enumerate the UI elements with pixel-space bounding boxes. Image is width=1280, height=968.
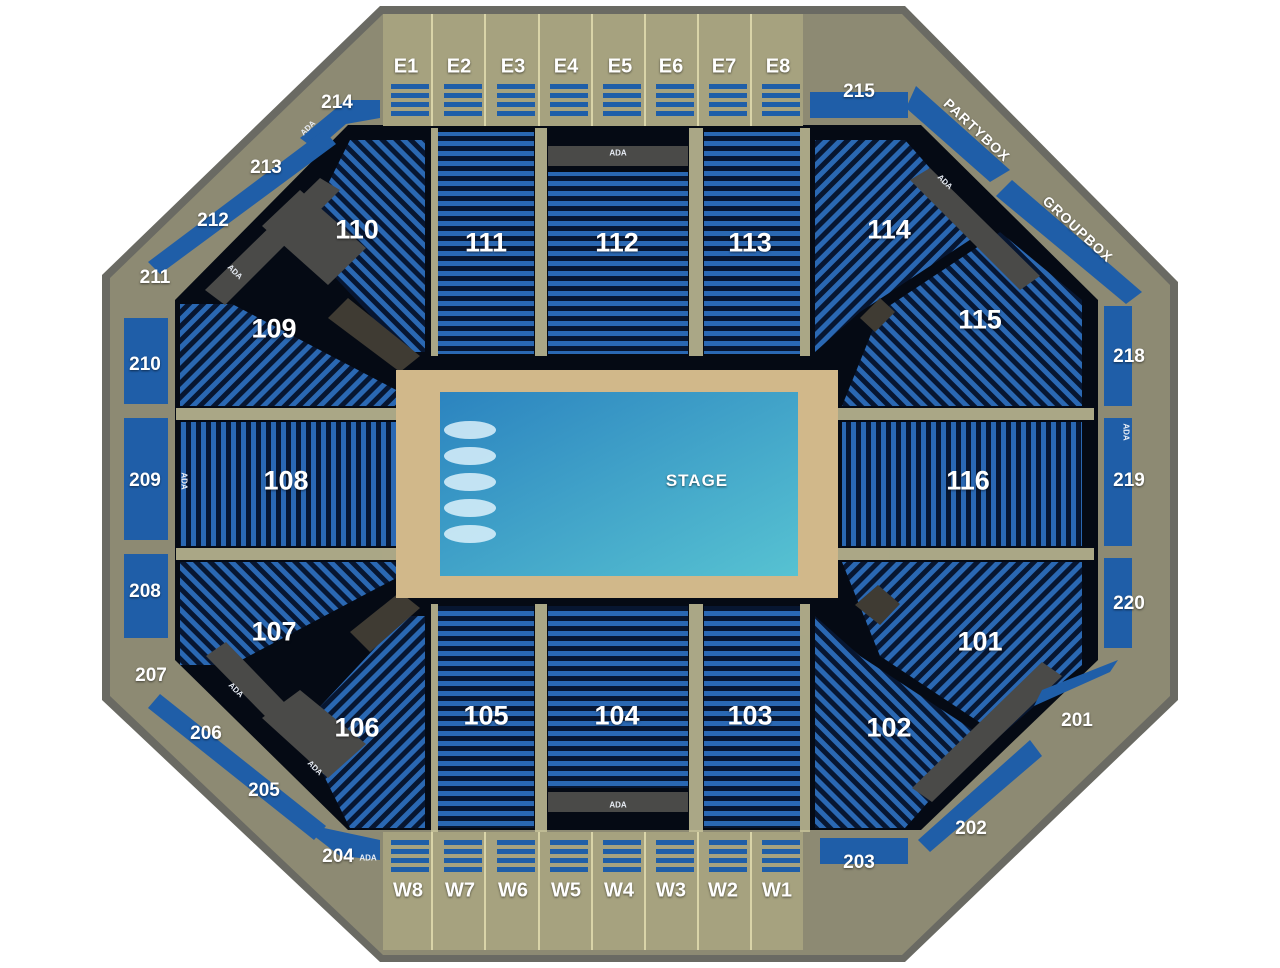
- section-210[interactable]: 210: [129, 354, 161, 375]
- section-220[interactable]: 220: [1113, 593, 1145, 614]
- box-w6[interactable]: W6: [498, 879, 528, 902]
- box-w3[interactable]: W3: [656, 879, 686, 902]
- box-e1[interactable]: E1: [393, 55, 419, 78]
- section-104-seats[interactable]: [548, 606, 688, 788]
- section-103-seats[interactable]: [704, 606, 800, 828]
- section-110[interactable]: 110: [335, 214, 379, 245]
- section-213[interactable]: 213: [250, 157, 282, 178]
- box-w7[interactable]: W7: [445, 879, 475, 902]
- box-w5[interactable]: W5: [551, 879, 581, 902]
- section-201[interactable]: 201: [1061, 710, 1093, 731]
- section-107-seats[interactable]: [180, 562, 400, 665]
- section-101[interactable]: 101: [957, 626, 1003, 657]
- box-e3[interactable]: E3: [500, 55, 526, 78]
- ada-label-108: ADA: [179, 472, 189, 490]
- box-e4[interactable]: E4: [553, 55, 579, 78]
- ada-label-116: ADA: [1121, 423, 1131, 441]
- section-114[interactable]: 114: [867, 214, 911, 245]
- box-e7[interactable]: E7: [711, 55, 737, 78]
- ada-platform-112: [548, 146, 688, 166]
- section-116-seats[interactable]: [842, 422, 1082, 546]
- section-113[interactable]: 113: [728, 227, 772, 258]
- section-112-seats[interactable]: [548, 172, 688, 354]
- section-109[interactable]: 109: [251, 313, 297, 344]
- box-e5[interactable]: E5: [607, 55, 633, 78]
- ada-label-104: ADA: [609, 800, 627, 810]
- section-108-seats[interactable]: [180, 422, 398, 546]
- box-e6[interactable]: E6: [658, 55, 684, 78]
- section-106[interactable]: 106: [334, 712, 380, 743]
- section-104[interactable]: 104: [594, 700, 640, 731]
- section-105[interactable]: 105: [463, 700, 509, 731]
- stage-thrust-lights: [444, 421, 496, 543]
- ada-label-204: ADA: [359, 853, 377, 863]
- section-103[interactable]: 103: [727, 700, 773, 731]
- box-w4[interactable]: W4: [604, 879, 634, 902]
- section-214[interactable]: 214: [321, 92, 353, 113]
- section-212[interactable]: 212: [197, 210, 229, 231]
- box-w1[interactable]: W1: [762, 879, 792, 902]
- section-108[interactable]: 108: [263, 465, 309, 496]
- section-206[interactable]: 206: [190, 723, 222, 744]
- section-115[interactable]: 115: [958, 304, 1002, 335]
- stage[interactable]: [440, 392, 798, 576]
- section-102[interactable]: 102: [866, 712, 912, 743]
- box-w2[interactable]: W2: [708, 879, 738, 902]
- section-105-seats[interactable]: [438, 606, 534, 828]
- ada-platforms: [205, 168, 1062, 802]
- section-215[interactable]: 215: [843, 81, 875, 102]
- box-e2[interactable]: E2: [446, 55, 472, 78]
- section-218[interactable]: 218: [1113, 346, 1145, 367]
- box-dividers: [391, 14, 800, 950]
- section-113-seats[interactable]: [704, 132, 800, 354]
- section-208[interactable]: 208: [129, 581, 161, 602]
- section-204[interactable]: 204: [322, 846, 354, 867]
- box-e8[interactable]: E8: [765, 55, 791, 78]
- section-207[interactable]: 207: [135, 665, 167, 686]
- aisles: [176, 128, 1094, 832]
- ada-label-112: ADA: [609, 148, 627, 158]
- section-107[interactable]: 107: [251, 616, 297, 647]
- upper-ring-seats: [124, 86, 1142, 864]
- section-116[interactable]: 116: [946, 465, 990, 496]
- ada-platform-104: [548, 792, 688, 812]
- section-202[interactable]: 202: [955, 818, 987, 839]
- section-205[interactable]: 205: [248, 780, 280, 801]
- section-112[interactable]: 112: [595, 227, 639, 258]
- section-203[interactable]: 203: [843, 852, 875, 873]
- section-209[interactable]: 209: [129, 470, 161, 491]
- section-109-seats[interactable]: [180, 304, 400, 406]
- section-111-seats[interactable]: [438, 132, 534, 354]
- section-111[interactable]: 111: [464, 227, 508, 258]
- vomitory-tunnels: [328, 298, 900, 652]
- section-211[interactable]: 211: [139, 267, 171, 288]
- section-219[interactable]: 219: [1113, 470, 1145, 491]
- stage-label: STAGE: [665, 471, 729, 490]
- box-w8[interactable]: W8: [393, 879, 423, 902]
